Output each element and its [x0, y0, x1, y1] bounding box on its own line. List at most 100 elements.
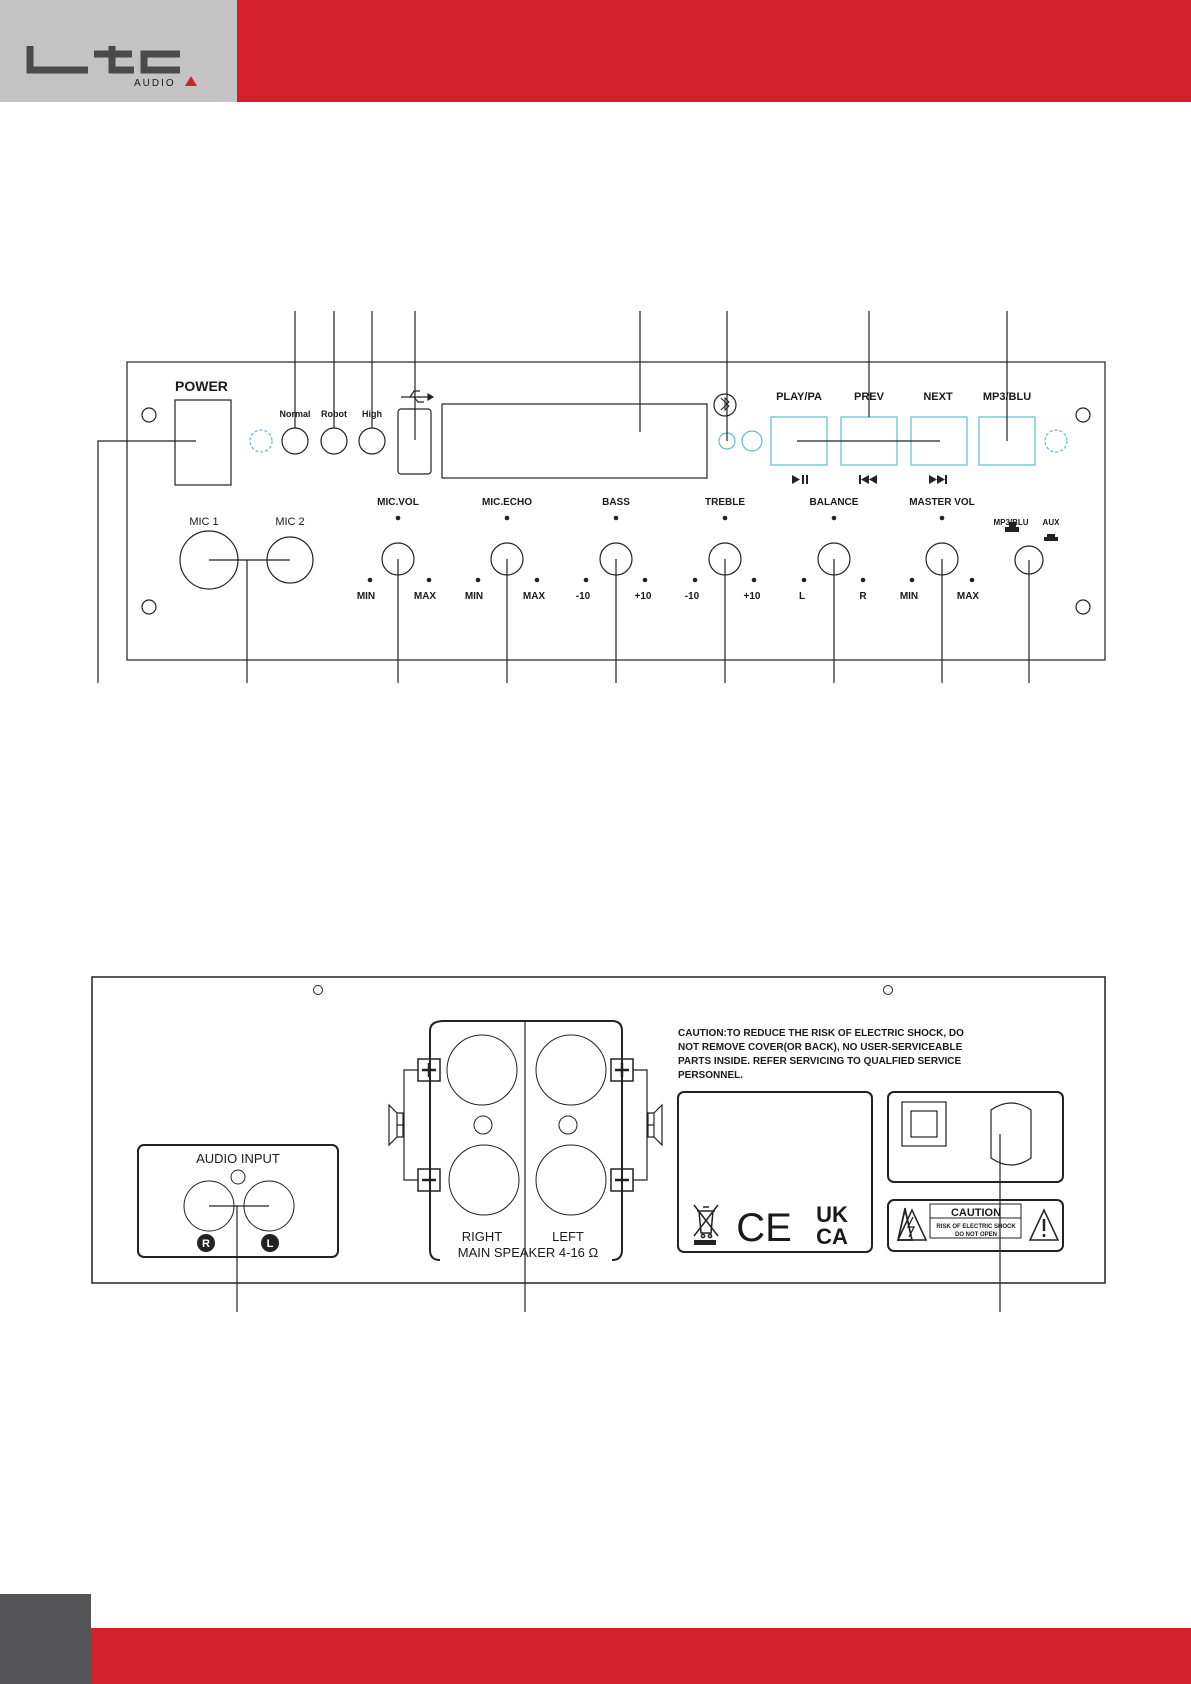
caution-sub-1: RISK OF ELECTRIC SHOCK [936, 1224, 1016, 1230]
prev-icon [859, 475, 861, 484]
speaker-right-label: RIGHT [462, 1229, 503, 1244]
logo-letter-l [26, 46, 88, 74]
power-switch[interactable] [174, 399, 232, 486]
fuse-holder[interactable] [901, 1101, 947, 1147]
audio-input-title: AUDIO INPUT [196, 1151, 280, 1166]
lcd-display [441, 403, 708, 479]
knob-min-master-vol: MIN [900, 591, 918, 602]
front-screw-hole [141, 407, 157, 423]
rear-screw-hole [883, 985, 893, 995]
knob-min-treble: -10 [685, 591, 700, 602]
ce-mark: CE [736, 1206, 792, 1250]
speaker-wire-right [397, 1069, 418, 1181]
ltc-audio-logo: AUDIO [26, 46, 197, 89]
label-play-pa: PLAY/PA [776, 391, 822, 403]
knob-min-balance: L [799, 591, 805, 602]
minus-icon [610, 1168, 634, 1192]
mode-label-high: High [362, 409, 382, 419]
logo-letter-t [94, 46, 134, 74]
audio-input-panel [137, 1144, 339, 1258]
plus-icon [417, 1058, 441, 1082]
label-mic-1: MIC 1 [189, 516, 218, 528]
bluetooth-icon [720, 396, 730, 412]
transport-icons [792, 475, 947, 484]
input-r-label: R [202, 1238, 210, 1250]
caution-line-4: PERSONNEL. [678, 1070, 743, 1081]
front-screw-hole [1075, 599, 1091, 615]
plus-icon [610, 1058, 634, 1082]
front-panel-diagram: POWER Normal Robot High PLAY/PA PREV NEX… [97, 311, 1106, 683]
mode-button-robot[interactable] [320, 427, 348, 455]
footer-bar [91, 1628, 1191, 1684]
knob-label-mic-vol: MIC.VOL [377, 497, 419, 508]
power-cord-inlet[interactable] [990, 1102, 1032, 1166]
speaker-terminal-left-neg[interactable] [535, 1144, 607, 1216]
knob-label-master-vol: MASTER VOL [909, 497, 975, 508]
caution-line-1: CAUTION:TO REDUCE THE RISK OF ELECTRIC S… [678, 1028, 964, 1039]
main-speaker-label: MAIN SPEAKER 4-16 Ω [458, 1245, 599, 1260]
label-prev: PREV [854, 391, 885, 403]
knob-min-bass: -10 [576, 591, 591, 602]
caution-label [887, 1199, 1064, 1252]
knob-max-mic-vol: MAX [414, 591, 437, 602]
mode-button-normal[interactable] [281, 427, 309, 455]
caution-sub-2: DO NOT OPEN [955, 1232, 997, 1238]
knob-min-mic-vol: MIN [357, 591, 375, 602]
knob-label-mic-echo: MIC.ECHO [482, 497, 532, 508]
caution-box [929, 1203, 1022, 1239]
callout-lines-rear [209, 1021, 1001, 1312]
rca-input-left[interactable] [243, 1180, 295, 1232]
label-mp3-blu: MP3/BLU [983, 391, 1031, 403]
led-indicator-right [1044, 429, 1068, 453]
usb-icon [401, 390, 435, 403]
speaker-icon-left [647, 1103, 663, 1147]
knob-label-treble: TREBLE [705, 497, 745, 508]
knob-max-balance: R [859, 591, 867, 602]
logo-audio-text: AUDIO [134, 78, 176, 89]
weee-bin-icon [693, 1204, 719, 1239]
input-l-label: L [267, 1238, 274, 1250]
front-screw-hole [141, 599, 157, 615]
header-bar [237, 0, 1191, 102]
bluetooth-indicator [713, 393, 737, 417]
rear-screw-hole [313, 985, 323, 995]
knob-scale-dots [367, 515, 975, 583]
switch-label-aux: AUX [1043, 518, 1061, 527]
led-indicator-left [249, 429, 273, 453]
ukca-mark-top: UK [816, 1202, 848, 1227]
certification-label [677, 1091, 873, 1253]
rear-panel-outline [91, 976, 1106, 1284]
minus-icon [417, 1168, 441, 1192]
caution-title: CAUTION [951, 1207, 1001, 1219]
speaker-terminal-left-pos[interactable] [535, 1034, 607, 1106]
audio-input-ground [230, 1169, 246, 1185]
badge-r-icon [197, 1234, 215, 1252]
power-label: POWER [175, 378, 228, 394]
callout-lines-front [97, 311, 1030, 683]
speaker-wire-left [633, 1069, 654, 1181]
play-pause-icon [792, 475, 800, 484]
ukca-mark-bottom: CA [816, 1224, 848, 1249]
footer-page-tab [0, 1594, 91, 1684]
front-screw-hole [1075, 407, 1091, 423]
fuse-holder-inner [910, 1110, 938, 1138]
lightning-warning-icon [897, 1207, 913, 1241]
mode-button-high[interactable] [358, 427, 386, 455]
knob-label-balance: BALANCE [810, 497, 859, 508]
switch-position-icons [1005, 522, 1058, 541]
knob-max-master-vol: MAX [957, 591, 980, 602]
switch-label-mp3-blu: MP3/BLU [993, 518, 1028, 527]
mode-label-robot: Robot [321, 409, 347, 419]
terminal-hole-left [558, 1115, 578, 1135]
speaker-terminal-right-neg[interactable] [448, 1144, 520, 1216]
rca-input-right[interactable] [183, 1180, 235, 1232]
speaker-left-label: LEFT [552, 1229, 584, 1244]
speaker-terminal-right-pos[interactable] [446, 1034, 518, 1106]
caution-line-3: PARTS INSIDE. REFER SERVICING TO QUALFIE… [678, 1056, 962, 1067]
terminal-hole-right [473, 1115, 493, 1135]
logo-triangle-icon [185, 76, 197, 86]
lightning-bolt-icon [906, 1216, 916, 1238]
caution-line-2: NOT REMOVE COVER(OR BACK), NO USER-SERVI… [678, 1042, 963, 1053]
ir-sensor [741, 430, 763, 452]
knob-label-bass: BASS [602, 497, 630, 508]
